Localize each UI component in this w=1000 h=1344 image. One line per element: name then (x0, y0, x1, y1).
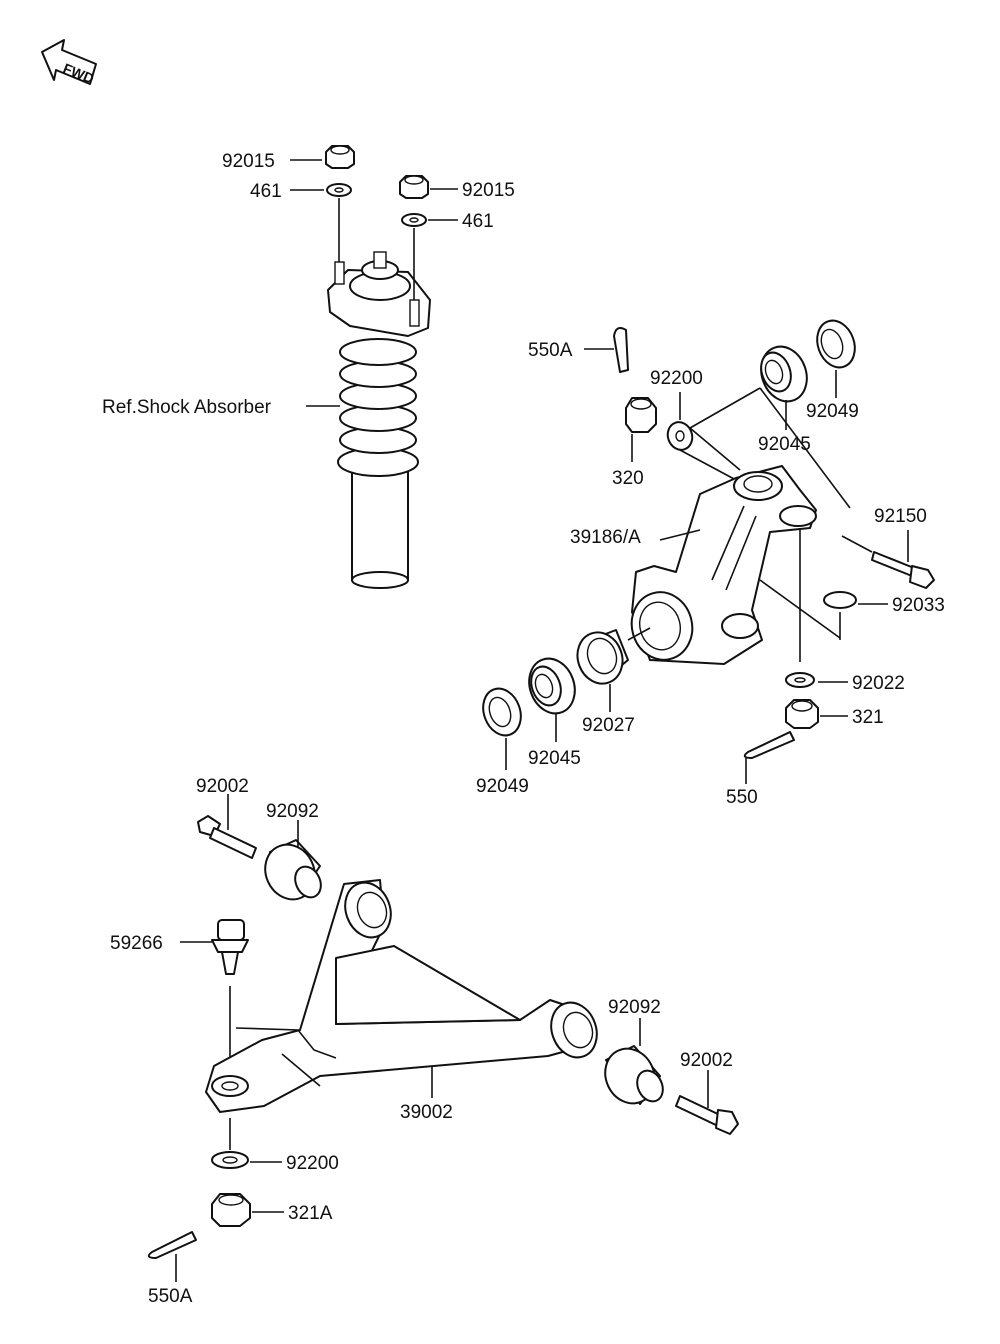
bushing-icon (264, 839, 322, 901)
cotter-pin-icon (147, 1231, 197, 1259)
seal-icon (482, 687, 522, 737)
ball-joint-icon (211, 919, 249, 975)
bearing-icon (760, 345, 808, 403)
part-label-92150: 92150 (874, 506, 927, 527)
part-label-shock: Ref.Shock Absorber (102, 397, 272, 418)
bolt-icon (675, 1095, 739, 1135)
bushing-icon (604, 1045, 664, 1105)
washer-icon (666, 421, 694, 451)
part-label-320: 320 (612, 468, 644, 489)
shock-absorber-icon (327, 251, 431, 589)
part-label-59266: 59266 (110, 933, 163, 954)
part-label-39002: 39002 (400, 1102, 453, 1123)
part-label-321: 321 (852, 707, 884, 728)
cotter-pin-icon (613, 327, 629, 373)
part-label-550A: 550A (148, 1286, 193, 1307)
part-label-550A: 550A (528, 340, 573, 361)
part-label-550: 550 (726, 787, 758, 808)
washer-icon (326, 183, 352, 197)
part-label-92049: 92049 (476, 776, 529, 797)
snap-ring-icon (823, 591, 857, 609)
part-label-92200: 92200 (286, 1153, 339, 1174)
part-label-92033: 92033 (892, 595, 945, 616)
washer-icon (211, 1151, 249, 1169)
part-label-92002: 92002 (196, 776, 249, 797)
nut-icon (325, 145, 355, 169)
part-label-92092: 92092 (608, 997, 661, 1018)
part-label-92022: 92022 (852, 673, 905, 694)
part-label-92049: 92049 (806, 401, 859, 422)
collar-icon (576, 629, 629, 685)
fwd-arrow-icon: FWD (41, 39, 97, 87)
part-label-461: 461 (250, 181, 282, 202)
bolt-icon (197, 815, 257, 859)
castle-nut-icon (785, 699, 819, 729)
part-label-92045: 92045 (528, 748, 581, 769)
part-label-92092: 92092 (266, 801, 319, 822)
steering-knuckle-icon (630, 465, 817, 665)
part-label-461: 461 (462, 211, 494, 232)
castle-nut-icon (625, 397, 657, 433)
part-label-92027: 92027 (582, 715, 635, 736)
a-arm-icon (205, 879, 598, 1113)
part-label-92015: 92015 (462, 180, 515, 201)
nut-icon (399, 175, 429, 199)
part-label-92002: 92002 (680, 1050, 733, 1071)
bearing-icon (528, 657, 576, 715)
cotter-pin-icon (743, 731, 795, 759)
castle-nut-icon (211, 1193, 251, 1227)
seal-icon (816, 319, 856, 369)
part-label-39186A: 39186/A (570, 527, 641, 548)
part-label-321A: 321A (288, 1203, 333, 1224)
washer-icon (401, 213, 427, 227)
part-label-92015: 92015 (222, 151, 275, 172)
washer-icon (785, 672, 815, 688)
part-label-92200: 92200 (650, 368, 703, 389)
bolt-icon (871, 551, 935, 589)
